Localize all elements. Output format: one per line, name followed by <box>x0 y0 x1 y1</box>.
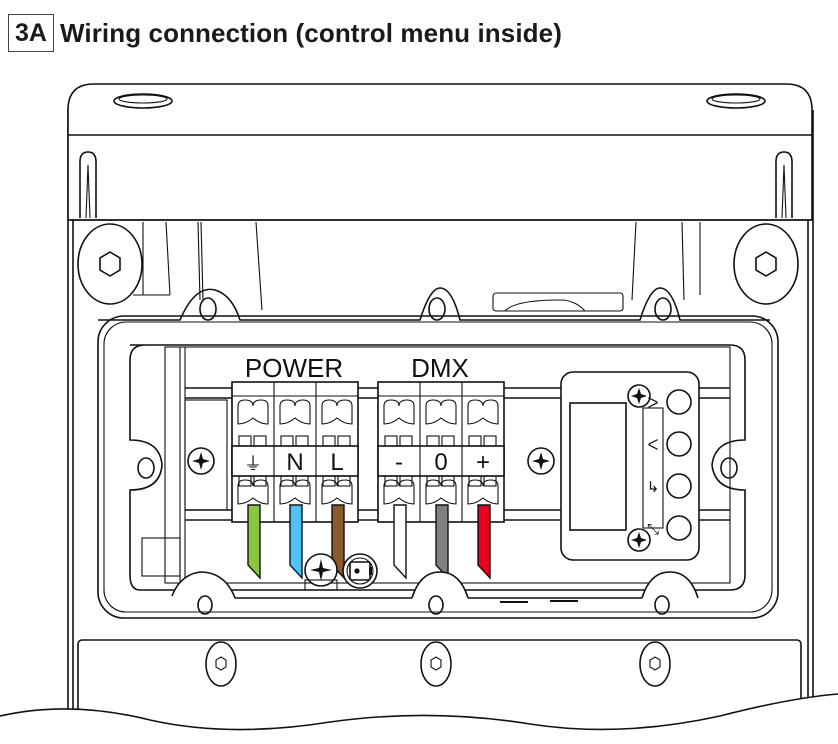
step-number: 3A <box>8 14 54 52</box>
lower-housing <box>0 639 838 744</box>
right-arrow-icon: ᐳ <box>648 395 659 412</box>
bottom-screw <box>639 641 671 687</box>
panel-button-3[interactable]: ↳ <box>647 473 692 499</box>
enter-icon: ↳ <box>647 479 660 496</box>
terminal-dmx-ground[interactable]: 0 <box>419 382 457 522</box>
wire-dmx-ground <box>435 504 449 580</box>
terminal-label-strip <box>231 445 359 477</box>
terminal-live[interactable]: L <box>315 382 353 522</box>
display-window <box>569 402 627 531</box>
left-arrow-icon: ᐸ <box>648 437 659 454</box>
section-heading: 3A Wiring connection (control menu insid… <box>8 14 562 52</box>
terminal-symbol-dmx-minus: - <box>395 449 403 476</box>
terminal-symbol-dmx-plus: + <box>476 449 490 476</box>
escape-icon: ⤡ <box>647 521 659 538</box>
mount-screw-left <box>187 447 215 475</box>
bottom-flange <box>171 571 699 615</box>
terminal-symbol-dmx-ground: 0 <box>434 449 447 476</box>
panel-button-2[interactable]: ᐸ <box>648 431 692 457</box>
bottom-screw <box>205 641 237 687</box>
wire-neutral <box>289 504 303 580</box>
power-group-label: POWER <box>245 353 343 383</box>
earth-lug <box>342 553 378 589</box>
wires <box>247 504 491 580</box>
earth-screw <box>304 553 338 591</box>
wire-dmx-plus <box>477 504 491 580</box>
section-title: Wiring connection (control menu inside) <box>59 17 562 48</box>
terminal-ground[interactable]: ⏚ <box>231 382 269 522</box>
control-panel: ᐳ ᐸ ↳ ⤡ <box>560 371 700 561</box>
panel-button-1[interactable]: ᐳ <box>648 389 692 415</box>
panel-screw-bottom <box>627 528 651 552</box>
panel-screw-top <box>627 384 651 408</box>
housing <box>67 83 814 720</box>
wire-ground <box>247 504 261 580</box>
panel-button-4[interactable]: ⤡ <box>647 515 692 541</box>
terminal-symbol-live: L <box>330 449 343 476</box>
wire-dmx-minus <box>393 504 407 580</box>
terminal-dmx-plus[interactable]: + <box>461 382 499 522</box>
mount-screw-right <box>527 447 555 475</box>
terminal-symbol-ground: ⏚ <box>244 454 262 474</box>
terminal-dmx-minus[interactable]: - <box>377 382 415 522</box>
dmx-group-label: DMX <box>411 353 469 383</box>
bottom-screw <box>420 641 452 687</box>
terminal-symbol-neutral: N <box>286 449 303 476</box>
terminal-neutral[interactable]: N <box>273 382 311 522</box>
